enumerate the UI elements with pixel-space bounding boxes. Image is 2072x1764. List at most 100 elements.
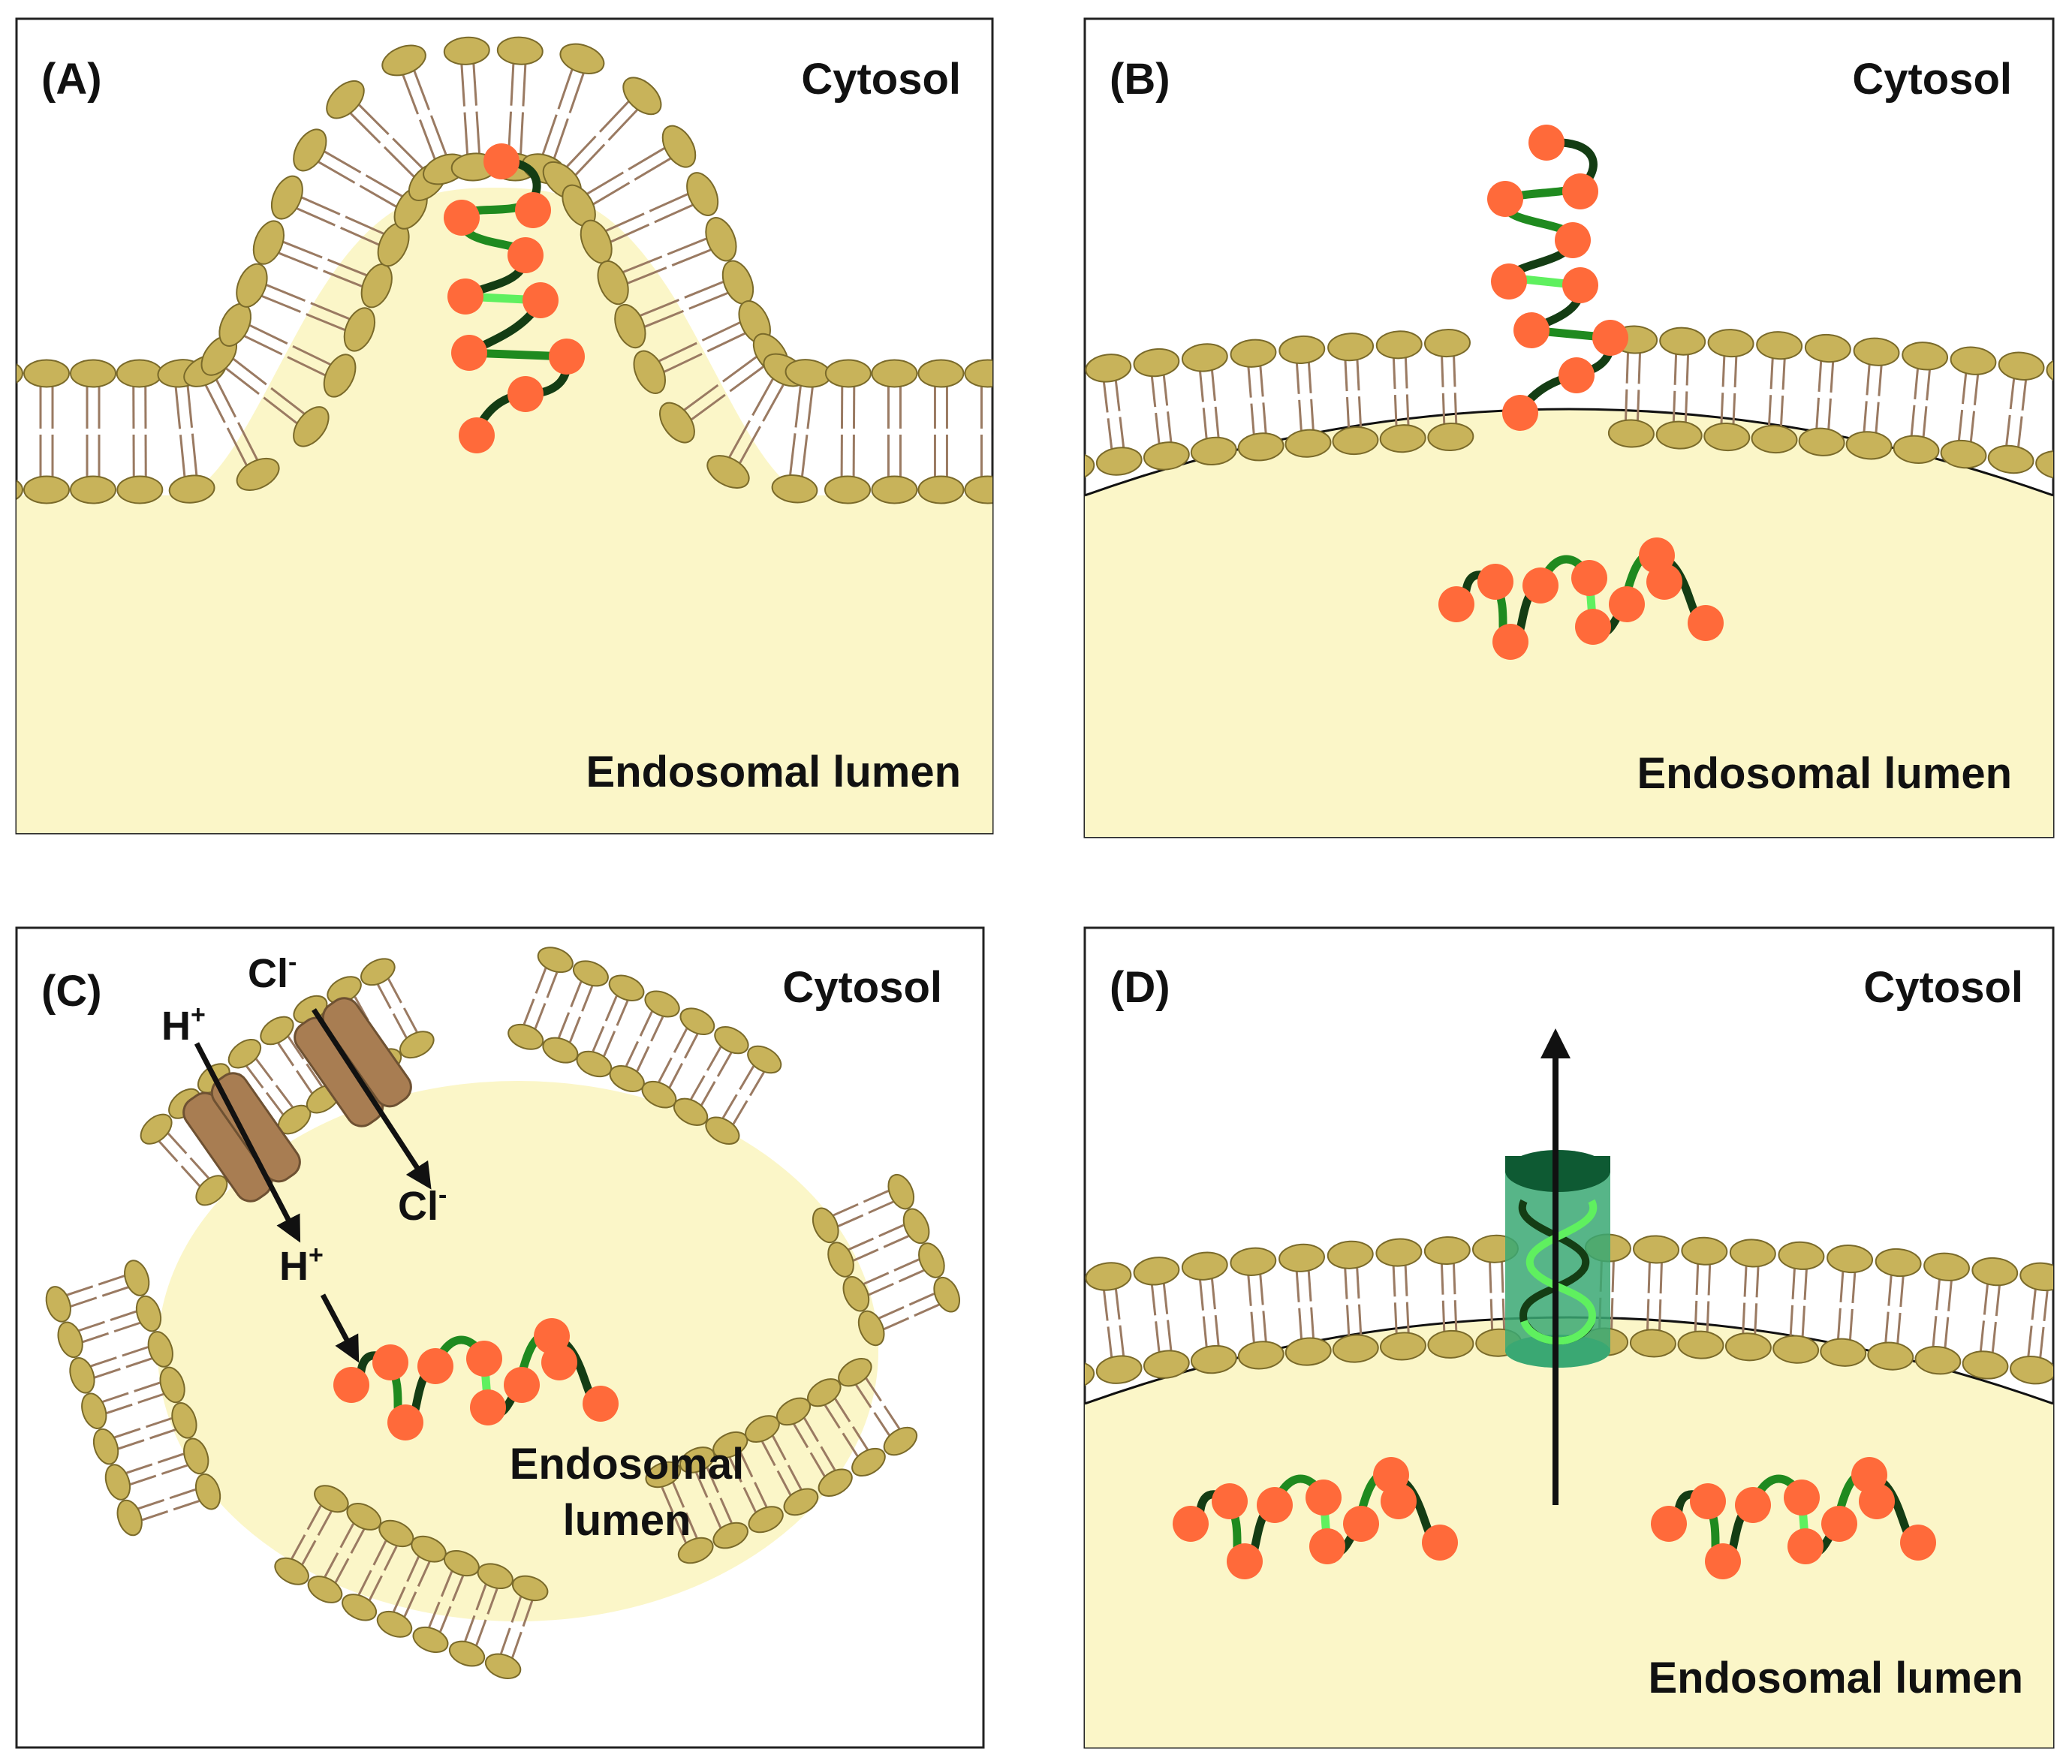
lipid-headgroup	[1085, 354, 1132, 383]
lipid-headgroup	[343, 307, 376, 352]
residue-bead	[1651, 1506, 1687, 1542]
lipid-tail	[684, 281, 724, 299]
lipid-tail	[1404, 1266, 1408, 1296]
lipid-tail	[683, 384, 719, 411]
lipid-headgroup	[1284, 1337, 1332, 1366]
residue-bead	[1343, 1506, 1379, 1542]
lipid-tail	[661, 1486, 674, 1513]
lipid-headgroup	[1379, 424, 1426, 453]
lipid-headgroup	[147, 1331, 173, 1368]
lipid-headgroup	[69, 1357, 95, 1394]
residue-bead	[333, 1367, 369, 1403]
lipid-tail	[739, 426, 761, 464]
residue-bead	[1821, 1506, 1857, 1542]
lipid-tail	[383, 1546, 398, 1571]
lipid-headgroup	[597, 260, 629, 306]
lipid-tail	[794, 386, 802, 428]
lipid-tail	[1440, 1264, 1444, 1295]
lipid-tail	[865, 1377, 882, 1402]
lipid-tail	[607, 109, 638, 141]
lipid-tail	[863, 1272, 890, 1285]
lipid-tail	[2021, 380, 2028, 411]
lipid-tail	[215, 379, 237, 418]
lipid-tail	[1056, 1296, 1060, 1326]
lipid-tail	[787, 1464, 803, 1490]
panel-c-ion-channels	[182, 997, 412, 1203]
lipid-tail	[732, 1100, 748, 1125]
residue-bead	[1477, 564, 1513, 600]
lipid-tail	[1202, 408, 1208, 438]
lipid-tail	[275, 1085, 294, 1108]
lipid-headgroup	[917, 359, 965, 388]
residue-bead	[1575, 609, 1611, 645]
residue-bead	[541, 1344, 577, 1380]
lipid-tail	[475, 1584, 487, 1611]
lipid-tail	[78, 1320, 105, 1332]
panel-c-lumen-label-2: lumen	[563, 1496, 691, 1545]
lipid-headgroup	[1962, 1350, 2009, 1380]
lipid-tail	[848, 1237, 875, 1251]
lipid-tail	[1995, 1285, 2001, 1317]
lipid-tail	[598, 101, 630, 133]
lipid-tail	[1501, 1262, 1504, 1293]
lipid-headgroup	[1923, 1252, 1970, 1281]
lipid-tail	[1250, 403, 1255, 435]
lipid-tail	[776, 1470, 792, 1496]
panel-a-cytosol-label: Cytosol	[801, 55, 961, 104]
lipid-tail	[345, 215, 384, 235]
lipid-tail	[357, 1570, 372, 1595]
residue-bead	[1787, 1528, 1824, 1564]
lipid-tail	[658, 1057, 673, 1082]
lipid-tail	[510, 1596, 523, 1623]
lipid-tail	[1837, 1308, 1842, 1339]
lipid-headgroup	[412, 1626, 449, 1654]
lipid-tail	[520, 112, 524, 154]
lipid-tail	[500, 1627, 511, 1654]
lipid-tail	[789, 433, 797, 475]
lipid-tail	[1910, 405, 1916, 436]
lipid-tail	[667, 237, 707, 256]
lipid-tail	[1625, 389, 1628, 420]
lipid-tail	[266, 284, 306, 303]
lipid-tail	[649, 193, 688, 212]
lipid-tail	[1150, 376, 1157, 408]
lipid-tail	[126, 1463, 153, 1474]
lipid-tail	[226, 427, 248, 466]
lipid-tail	[1150, 1284, 1157, 1316]
lipid-headgroup	[293, 406, 330, 447]
residue-bead	[1705, 1543, 1741, 1579]
lipid-tail	[141, 1510, 169, 1522]
lipid-headgroup	[714, 1026, 749, 1055]
cl-arrow-in	[312, 1008, 432, 1190]
lipid-headgroup	[838, 1357, 872, 1387]
lipid-tail	[318, 161, 356, 184]
lipid-tail	[1983, 1284, 1989, 1315]
lipid-tail	[806, 387, 814, 429]
lipid-tail	[1211, 1278, 1216, 1310]
channel-subunit	[210, 1072, 301, 1183]
lipid-tail	[1721, 356, 1726, 387]
lipid-tail	[1167, 411, 1173, 442]
lipid-tail	[106, 1403, 133, 1414]
lipid-tail	[748, 1071, 765, 1097]
residue-bead	[372, 1344, 408, 1380]
lipid-headgroup	[608, 974, 645, 1001]
lipid-tail	[1944, 1317, 1950, 1348]
lipid-tail	[719, 1498, 733, 1524]
lipid-tail	[296, 207, 336, 227]
lipid-tail	[884, 1317, 910, 1330]
lipid-tail	[1887, 1275, 1893, 1306]
lipid-tail	[402, 1007, 418, 1033]
lipid-tail	[270, 387, 305, 415]
lipid-headgroup	[81, 1392, 107, 1429]
lipid-headgroup	[1772, 1335, 1820, 1364]
residue-bead	[459, 417, 495, 453]
residue-bead	[504, 1367, 540, 1403]
residue-bead	[1690, 1483, 1726, 1519]
lipid-tail	[460, 65, 465, 107]
residue-bead	[515, 192, 551, 228]
h-ion-top: H+	[161, 1001, 206, 1049]
lipid-tail	[1957, 409, 1964, 441]
lipid-tail	[377, 984, 392, 1010]
lipid-tail	[429, 115, 447, 155]
